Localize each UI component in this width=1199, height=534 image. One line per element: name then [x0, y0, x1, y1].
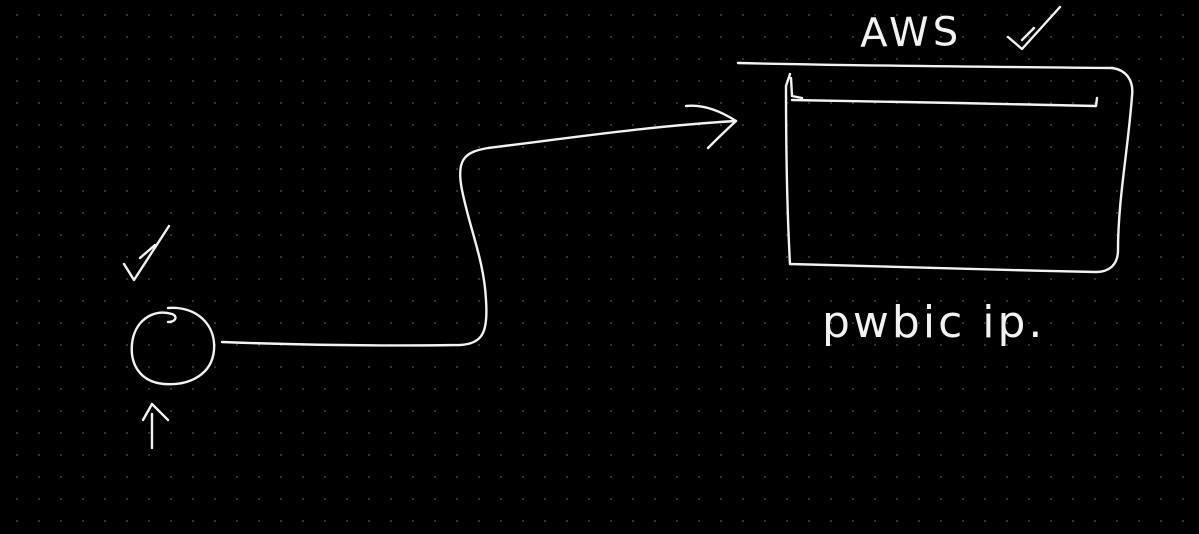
user-check-icon — [122, 224, 171, 282]
aws-label: AWS — [860, 9, 963, 57]
connection-line — [220, 119, 738, 347]
aws-box-inner-line — [790, 96, 1099, 108]
user-circle — [130, 306, 216, 386]
public-ip-label: pwbic ip. — [822, 297, 1045, 348]
aws-check-icon — [1006, 5, 1062, 51]
connection-arrowhead — [684, 104, 738, 150]
aws-box-top-line — [736, 61, 1114, 70]
up-arrow-icon — [141, 402, 170, 450]
aws-box-corner-tick — [789, 76, 804, 100]
aws-box — [784, 66, 1134, 274]
